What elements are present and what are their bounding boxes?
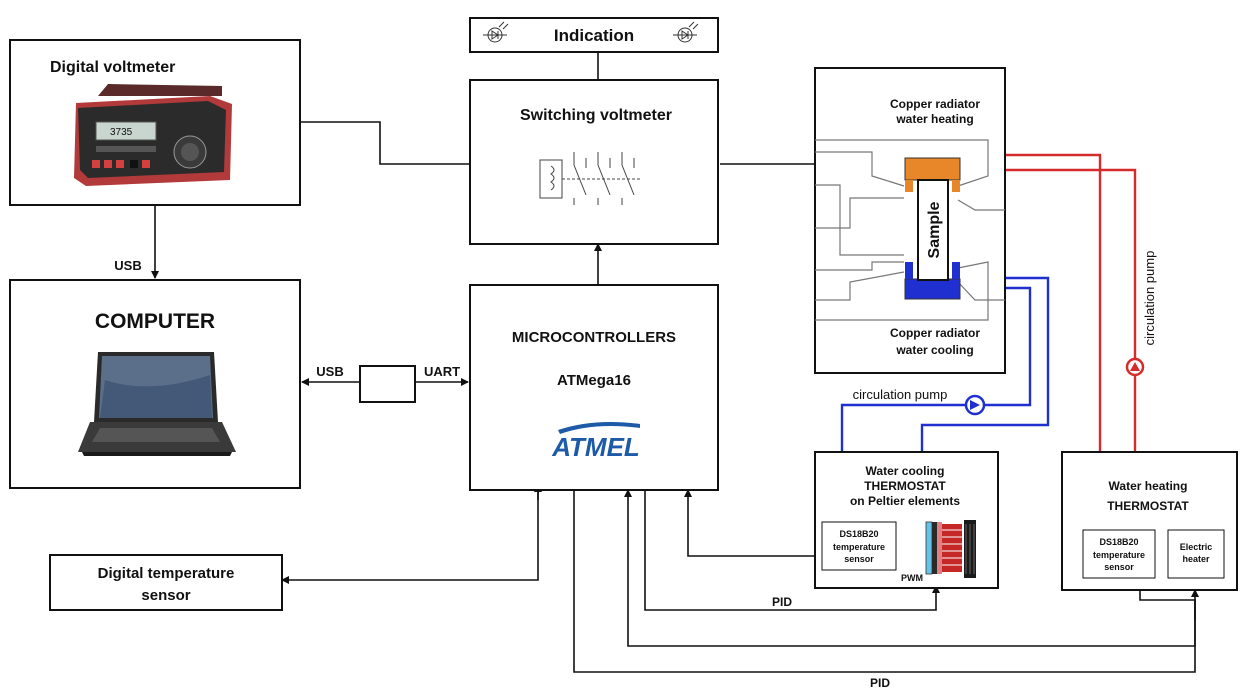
pid-label-upper: PID <box>772 595 792 609</box>
usb-label-horizontal: USB <box>316 364 343 379</box>
cooling-ds-line2: temperature <box>833 542 885 552</box>
switching-voltmeter-block: Switching voltmeter <box>470 80 718 244</box>
circulation-pump-label-horizontal: circulation pump <box>853 387 948 402</box>
circulation-pump-label-vertical: circulation pump <box>1142 251 1157 346</box>
heating-ds-line1: DS18B20 <box>1099 537 1138 547</box>
digital-temp-sensor-block: Digital temperature sensor <box>50 555 282 610</box>
indication-block: Indication <box>470 18 718 52</box>
microcontrollers-block: MICROCONTROLLERS ATMega16 ATMEL <box>470 285 718 490</box>
cooling-thermostat-line2: THERMOSTAT <box>864 479 946 493</box>
pwm-label: PWM <box>901 573 923 583</box>
heating-radiator-right <box>952 180 960 192</box>
multimeter-display: 3735 <box>110 127 133 138</box>
heating-pipe-out <box>1005 155 1100 452</box>
sample-label: Sample <box>926 201 943 258</box>
computer-title: COMPUTER <box>95 310 215 333</box>
switching-voltmeter-frame <box>470 80 718 244</box>
microcontrollers-title: MICROCONTROLLERS <box>512 329 676 346</box>
digital-voltmeter-title: Digital voltmeter <box>50 59 175 76</box>
wire-temp-sensor <box>282 490 538 580</box>
cooling-radiator <box>905 279 960 299</box>
digital-temp-sensor-line1: Digital temperature <box>98 565 235 582</box>
usb-uart-adapter <box>360 366 415 402</box>
atmel-logo-text: ATMEL <box>551 432 640 462</box>
usb-label-vertical: USB <box>114 258 141 273</box>
heating-radiator-left <box>905 180 913 192</box>
heating-thermostat-block: Water heating THERMOSTAT DS18B20 tempera… <box>1062 452 1237 590</box>
radiator-cooling-line1: Copper radiator <box>890 326 980 340</box>
heating-ds-line3: sensor <box>1104 562 1134 572</box>
heating-radiator <box>905 158 960 180</box>
digital-voltmeter-block: Digital voltmeter 3735 <box>10 40 300 205</box>
cooling-thermostat-line3: on Peltier elements <box>850 494 960 508</box>
cooling-pump-icon <box>966 396 984 414</box>
atmega-label: ATMega16 <box>557 372 631 389</box>
uart-label: UART <box>424 364 460 379</box>
cooling-ds-line1: DS18B20 <box>839 529 878 539</box>
pid-label-lower: PID <box>870 676 890 690</box>
peltier-icon <box>926 520 976 578</box>
electric-heater-line1: Electric <box>1180 542 1213 552</box>
radiator-heating-line1: Copper radiator <box>890 97 980 111</box>
radiator-cooling-line2: water cooling <box>895 343 973 357</box>
cooling-ds-line3: sensor <box>844 554 874 564</box>
heating-thermostat-line2: THERMOSTAT <box>1107 499 1189 513</box>
cooling-thermostat-line1: Water cooling <box>866 464 945 478</box>
switching-voltmeter-title: Switching voltmeter <box>520 107 672 124</box>
heating-pump-icon <box>1127 359 1143 375</box>
cooling-thermostat-block: Water cooling THERMOSTAT on Peltier elem… <box>815 452 998 588</box>
indication-label: Indication <box>554 26 634 45</box>
heating-pipe-in <box>1005 170 1135 452</box>
wire-cooling-sensor <box>688 490 822 556</box>
sample-assembly-block: Copper radiator water heating Copper rad… <box>815 68 1005 373</box>
cooling-radiator-right <box>952 262 960 279</box>
heating-loop <box>1005 155 1143 452</box>
cooling-radiator-left <box>905 262 913 279</box>
computer-block: COMPUTER USB UART USB <box>10 258 460 488</box>
digital-temp-sensor-line2: sensor <box>141 587 190 604</box>
wire-voltmeter-switch <box>300 122 470 164</box>
radiator-heating-line2: water heating <box>895 112 973 126</box>
electric-heater-line2: heater <box>1182 554 1210 564</box>
heating-thermostat-line1: Water heating <box>1109 479 1188 493</box>
laptop-icon <box>78 352 236 456</box>
heating-ds-line2: temperature <box>1093 550 1145 560</box>
